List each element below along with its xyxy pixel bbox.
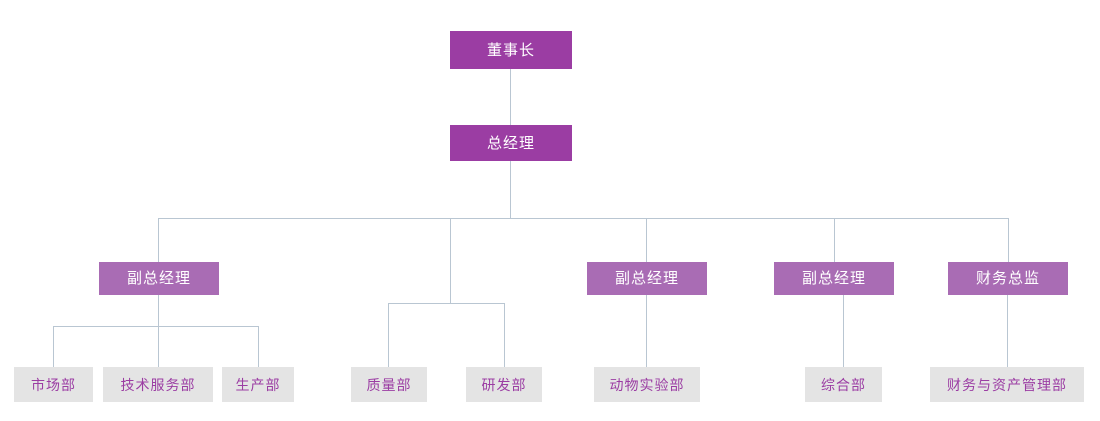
- connector-bus-to-vp3: [834, 218, 835, 262]
- node-vp1-label: 副总经理: [126, 270, 191, 287]
- connector-to-quality: [388, 303, 389, 367]
- node-dept-rd-label: 研发部: [481, 376, 527, 393]
- node-dept-animal-lab-label: 动物实验部: [609, 376, 685, 393]
- node-dept-tech-service[interactable]: 技术服务部: [103, 367, 213, 402]
- node-dept-tech-service-label: 技术服务部: [120, 376, 196, 393]
- node-cfo-label: 财务总监: [975, 270, 1040, 287]
- node-dept-general-affairs[interactable]: 综合部: [805, 367, 882, 402]
- node-general-manager[interactable]: 总经理: [450, 125, 572, 161]
- node-vp2[interactable]: 副总经理: [587, 262, 707, 295]
- node-dept-finance-asset[interactable]: 财务与资产管理部: [930, 367, 1084, 402]
- node-dept-animal-lab[interactable]: 动物实验部: [594, 367, 700, 402]
- connector-bus-to-vp1: [158, 218, 159, 262]
- node-vp1[interactable]: 副总经理: [99, 262, 219, 295]
- connector-vp3-to-general-affairs: [843, 295, 844, 367]
- connector-cfo-to-finance-asset: [1007, 295, 1008, 367]
- node-dept-production[interactable]: 生产部: [222, 367, 294, 402]
- node-vp3[interactable]: 副总经理: [774, 262, 894, 295]
- connector-bus-to-cfo: [1008, 218, 1009, 262]
- connector-vp2-to-animal-lab: [646, 295, 647, 367]
- node-dept-general-affairs-label: 综合部: [821, 376, 866, 393]
- node-dept-market[interactable]: 市场部: [14, 367, 93, 402]
- node-vp2-label: 副总经理: [614, 270, 679, 287]
- connector-vp1-to-market: [53, 326, 54, 367]
- connector-quality-group-bus: [388, 303, 504, 304]
- node-cfo[interactable]: 财务总监: [948, 262, 1068, 295]
- node-chairman[interactable]: 董事长: [450, 31, 572, 69]
- node-dept-rd[interactable]: 研发部: [466, 367, 542, 402]
- node-dept-market-label: 市场部: [31, 376, 76, 393]
- connector-gm-down: [510, 161, 511, 218]
- node-dept-production-label: 生产部: [235, 376, 281, 393]
- node-dept-quality-label: 质量部: [366, 376, 412, 393]
- connector-chairman-to-gm: [510, 69, 511, 125]
- node-vp3-label: 副总经理: [801, 270, 866, 287]
- connector-bus-to-vp2: [646, 218, 647, 262]
- connector-bus-to-quality-group: [450, 218, 451, 303]
- connector-vp1-to-tech-service: [158, 326, 159, 367]
- node-dept-quality[interactable]: 质量部: [351, 367, 427, 402]
- connector-level2-bus: [158, 218, 1009, 219]
- connector-vp1-to-production: [258, 326, 259, 367]
- node-general-manager-label: 总经理: [486, 134, 535, 152]
- node-dept-finance-asset-label: 财务与资产管理部: [947, 376, 1067, 393]
- connector-to-rd: [504, 303, 505, 367]
- node-chairman-label: 董事长: [486, 41, 535, 59]
- connector-vp1-bus: [53, 326, 259, 327]
- connector-vp1-down: [158, 295, 159, 326]
